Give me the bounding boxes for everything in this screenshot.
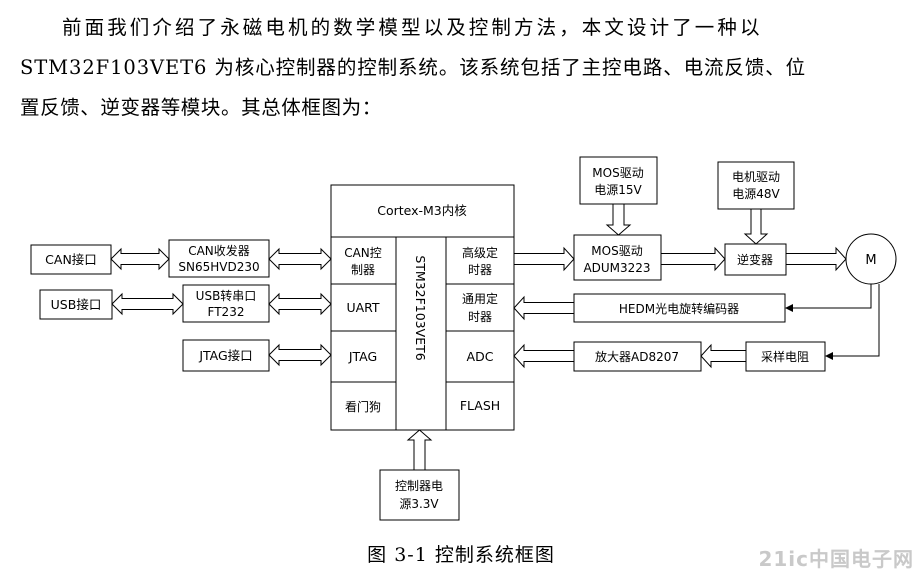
mcu-label: STM32F103VET6 <box>413 255 428 360</box>
mos-supply-line2: 电源15V <box>594 183 642 197</box>
controller-supply-line2: 源3.3V <box>399 497 439 511</box>
gp-timer-line2: 时器 <box>468 310 492 324</box>
controller-supply-box <box>379 469 460 521</box>
usb-port-label: USB接口 <box>51 297 102 312</box>
can-ctrl-line1: CAN控 <box>344 246 382 260</box>
motor-supply-line1: 电机驱动 <box>732 170 780 184</box>
can-transceiver-line2: SN65HVD230 <box>178 260 259 274</box>
mos-supply-line1: MOS驱动 <box>592 166 643 180</box>
motor-label: M <box>865 253 876 268</box>
figure-caption: 图 3-1 控制系统框图 <box>367 544 555 566</box>
paragraph-line-2: STM32F103VET6 为核心控制器的控制系统。该系统包括了主控电路、电流反… <box>20 56 807 79</box>
gp-timer-line1: 通用定 <box>462 291 498 306</box>
adc-label: ADC <box>467 349 494 364</box>
control-system-diagram: CAN接口 USB接口 JTAG接口 CAN收发器 SN65HVD230 USB… <box>30 156 897 521</box>
amplifier-label: 放大器AD8207 <box>595 349 679 364</box>
mos-driver-line2: ADUM3223 <box>583 261 650 275</box>
adv-timer-line1: 高级定 <box>462 245 498 260</box>
inverter-label: 逆变器 <box>737 252 773 267</box>
adv-timer-line2: 时器 <box>468 263 492 277</box>
watchdog-label: 看门狗 <box>345 399 381 414</box>
usb-serial-line1: USB转串口 <box>196 288 257 303</box>
uart-label: UART <box>346 300 379 315</box>
paragraph-line-1: 前面我们介绍了永磁电机的数学模型以及控制方法，本文设计了一种以 <box>62 16 763 39</box>
can-transceiver-line1: CAN收发器 <box>188 243 250 258</box>
motor-supply-line2: 电源48V <box>732 187 780 201</box>
watermark: 21ic中国电子网 <box>758 547 914 571</box>
encoder-label: HEDM光电旋转编码器 <box>619 301 739 316</box>
controller-supply-line1: 控制器电 <box>395 479 443 493</box>
jtag-port-label: JTAG接口 <box>198 348 252 363</box>
mos-driver-line1: MOS驱动 <box>591 244 642 258</box>
can-ctrl-line2: 制器 <box>351 263 375 277</box>
paragraph-line-3: 置反馈、逆变器等模块。其总体框图为： <box>20 96 382 119</box>
flash-label: FLASH <box>460 398 500 413</box>
core-label: Cortex-M3内核 <box>377 203 467 218</box>
can-port-label: CAN接口 <box>45 252 97 267</box>
intro-paragraph: 前面我们介绍了永磁电机的数学模型以及控制方法，本文设计了一种以 STM32F10… <box>20 8 915 128</box>
sample-resistor-label: 采样电阻 <box>761 349 809 364</box>
usb-serial-line2: FT232 <box>208 305 245 319</box>
jtag-label: JTAG <box>348 349 377 364</box>
